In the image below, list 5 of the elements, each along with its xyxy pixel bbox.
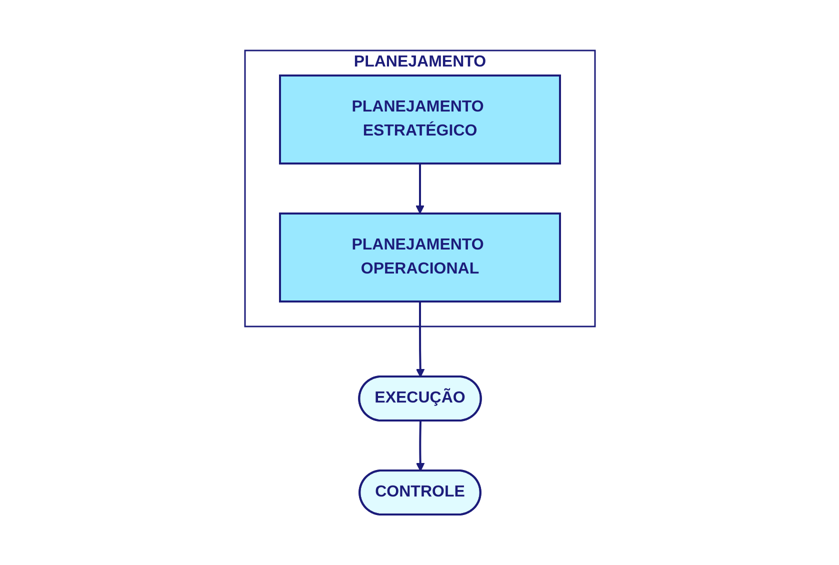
node-box: PLANEJAMENTO OPERACIONAL — [278, 212, 560, 302]
arrow — [415, 420, 424, 472]
arrow — [415, 164, 424, 214]
node-box: PLANEJAMENTO ESTRATÉGICO — [278, 74, 560, 164]
arrow — [415, 302, 424, 378]
